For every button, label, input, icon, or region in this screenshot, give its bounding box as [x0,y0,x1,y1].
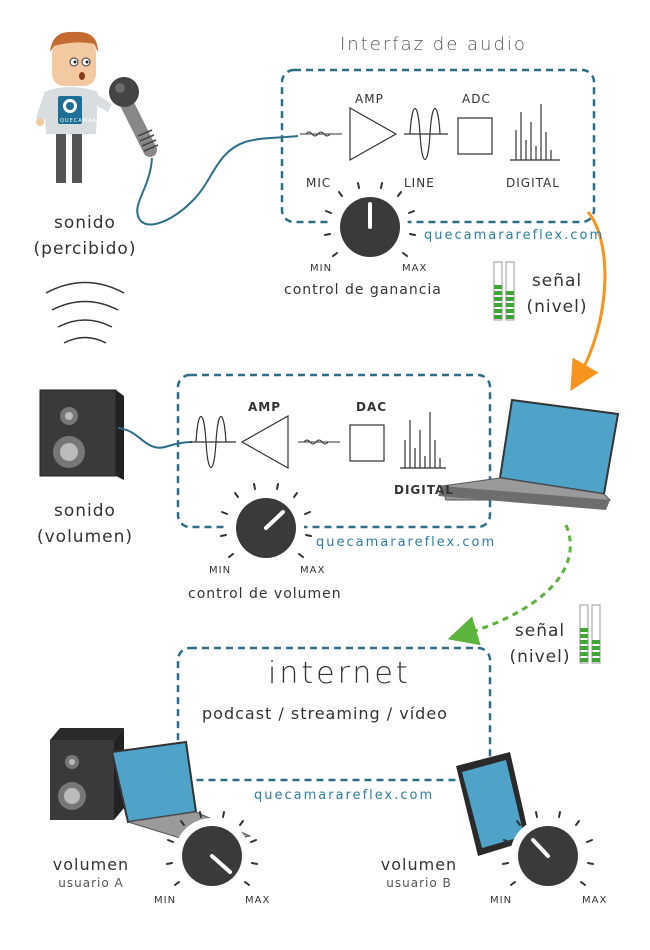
user-a-knob-max: MAX [245,895,271,906]
amp-triangle-icon [349,106,398,162]
speaker-label: sonido (volumen) [30,498,140,550]
speaker-icon [39,389,124,480]
user-b-knob-icon [502,811,594,894]
output-speaker-wave-icon [298,439,340,445]
signal-mid-line1: señal [514,621,566,641]
laptop-icon [438,398,620,510]
person-label: sonido (percibido) [30,210,140,262]
signal-mid-label: señal (nivel) [500,618,580,670]
user-b-label: volumen usuario B [364,856,474,892]
line-wave-icon [404,108,448,160]
green-arrow [447,524,572,646]
interface-title: Interfaz de audio [340,34,527,55]
output-digital-signal-icon [400,412,446,469]
output-dac-label: DAC [356,400,388,414]
speaker-label-line2: (volumen) [36,527,134,547]
microphone-icon [109,77,159,157]
volume-knob-min: MIN [209,565,232,576]
user-b-knob-max: MAX [582,895,608,906]
person-illustration [36,31,112,183]
signal-top-line1: señal [531,271,583,291]
signal-top-line2: (nivel) [526,297,588,317]
user-a-line2: usuario A [58,876,124,890]
user-a-line1: volumen [52,855,130,874]
output-watermark: quecamarareflex.com [316,535,497,550]
internet-watermark: quecamarareflex.com [254,788,435,803]
output-amp-triangle-icon [240,414,289,470]
person-label-line2: (percibido) [33,239,137,259]
user-b-line1: volumen [380,855,458,874]
output-box [176,373,492,529]
shirt-brand: QUECAMARA [60,118,102,124]
user-a-knob-min: MIN [154,895,177,906]
interface-adc-label: ADC [462,92,491,106]
gain-knob-min: MIN [310,263,333,274]
interface-watermark: quecamarareflex.com [424,228,605,243]
speaker-cable [117,427,193,449]
level-meter-mid-icon [579,604,601,664]
sound-waves-icon [45,281,125,344]
interface-box [280,68,596,224]
user-a-label: volumen usuario A [36,856,146,892]
person-label-line1: sonido [54,213,116,233]
output-digital-label: DIGITAL [394,483,454,497]
level-meter-top-icon [493,261,515,321]
adc-square-icon [457,117,493,155]
volume-knob-label: control de volumen [188,586,342,602]
user-b-knob-min: MIN [490,895,513,906]
interface-amp-label: AMP [355,92,384,106]
dac-square-icon [349,424,385,462]
gain-knob-label: control de ganancia [284,282,442,298]
volume-knob-max: MAX [300,565,326,576]
output-line-wave-icon [190,416,236,468]
user-a-speaker-icon [50,728,124,820]
signal-mid-line2: (nivel) [509,647,571,667]
user-a-knob-icon [166,811,258,894]
interface-line-label: LINE [404,176,435,190]
internet-title: internet [268,656,411,691]
internet-subtitle: podcast / streaming / vídeo [202,704,448,723]
mic-cable [136,135,299,226]
speaker-label-line1: sonido [54,501,116,521]
digital-signal-icon [510,104,560,161]
user-b-line2: usuario B [386,876,452,890]
mic-wave-icon [300,131,342,137]
volume-knob-icon [220,483,312,566]
interface-mic-label: MIC [306,176,332,190]
interface-digital-label: DIGITAL [506,176,560,190]
internet-box [176,646,492,782]
signal-top-label: señal (nivel) [522,268,592,320]
user-b-tablet-icon [456,752,530,856]
output-amp-label: AMP [248,400,282,414]
gain-knob-icon [324,182,416,265]
orange-arrow [570,211,607,391]
gain-knob-max: MAX [402,263,428,274]
